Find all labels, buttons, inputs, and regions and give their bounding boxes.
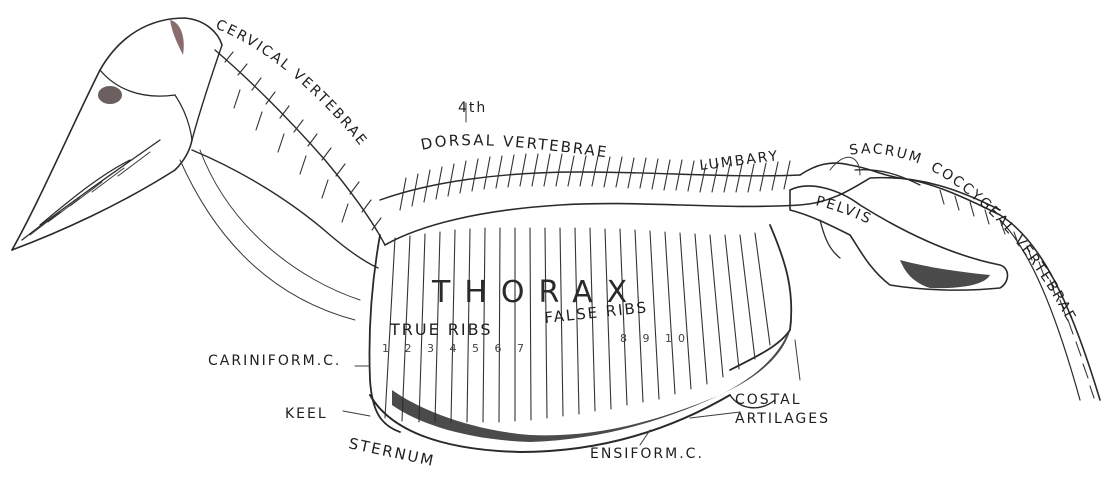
label-false-rib-numbers: 8 9 10: [620, 332, 691, 345]
label-true-rib-numbers: 1 2 3 4 5 6 7: [382, 342, 530, 355]
label-cariniform: CARINIFORM.C.: [208, 353, 341, 369]
skull: [12, 18, 222, 250]
label-coccygeal-vertebrae: COCCYGEAL VERTEBRAE: [928, 159, 1079, 325]
eye-socket: [98, 86, 122, 104]
label-sternum: STERNUM: [347, 434, 437, 470]
label-fourth: 4th: [458, 100, 487, 116]
label-lumbary: LUMBARY: [699, 148, 780, 174]
label-dorsal-vertebrae: DORSAL VERTEBRAE: [419, 131, 609, 161]
label-costal: COSTAL: [735, 392, 802, 408]
label-keel: KEEL: [285, 406, 328, 422]
label-true-ribs: TRUE RIBS: [389, 320, 492, 339]
label-sacrum: SACRUM: [848, 141, 924, 168]
label-cervical-vertebrae: CERVICAL VERTEBRAE: [213, 17, 370, 150]
label-cartilages: ARTILAGES: [735, 411, 830, 427]
cervical-vertebrae: [180, 50, 385, 320]
label-ensiform: ENSIFORM.C.: [590, 446, 704, 462]
